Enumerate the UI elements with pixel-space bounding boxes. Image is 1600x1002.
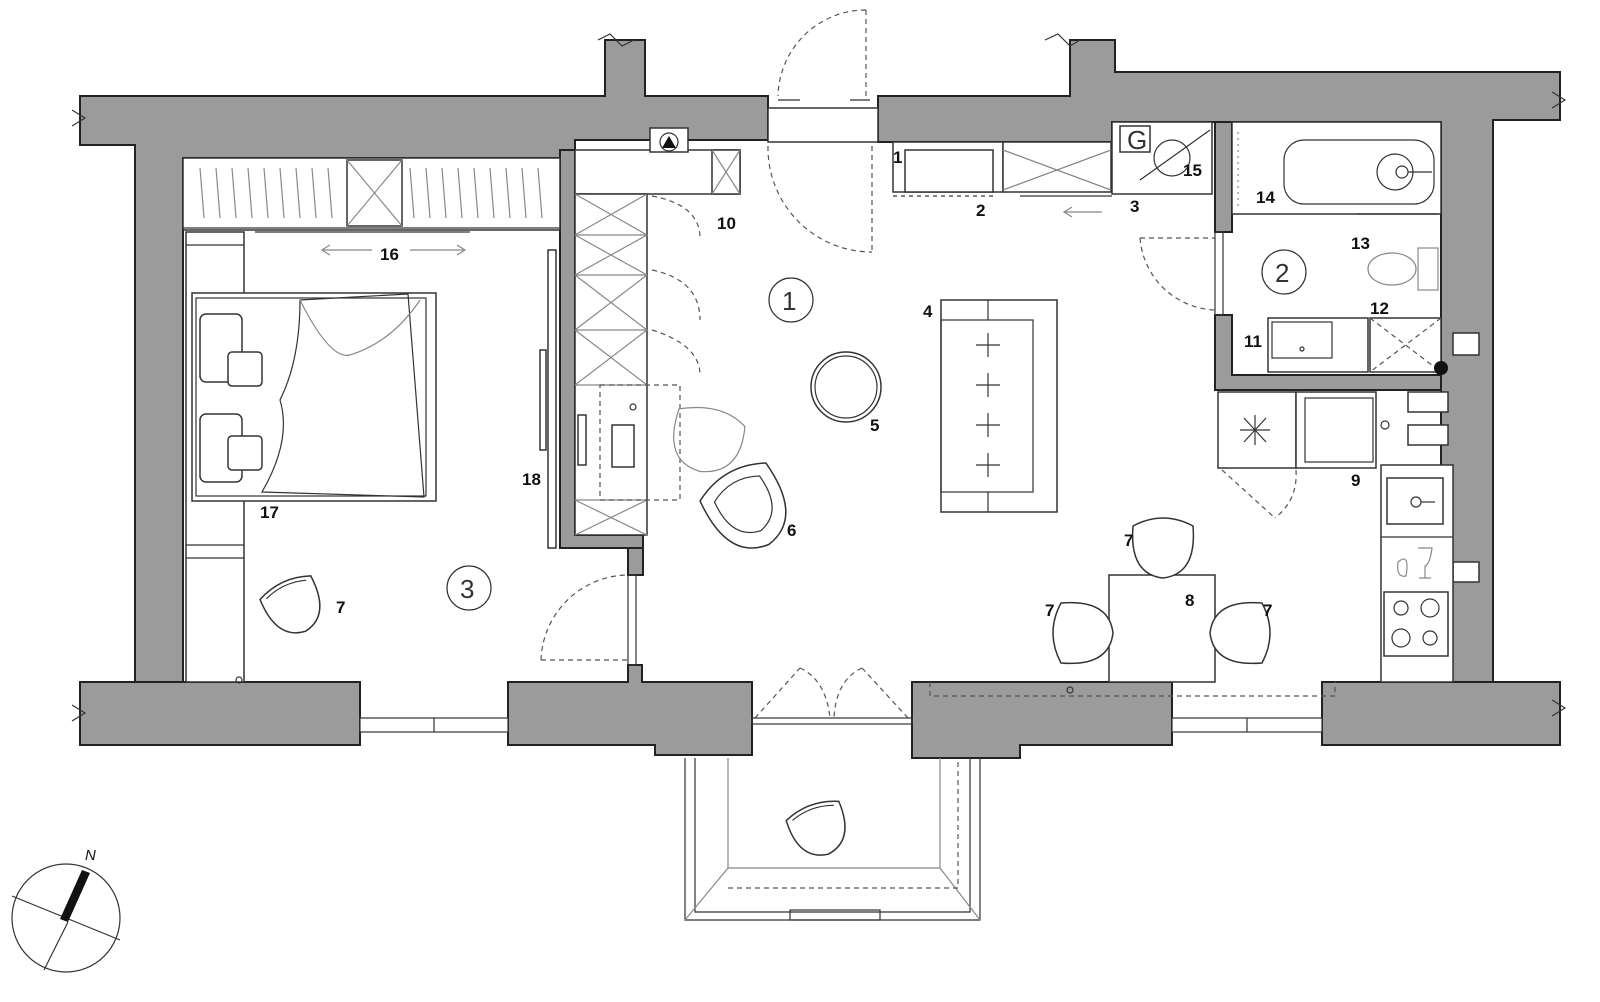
toilet: [1367, 247, 1439, 291]
kitchen-sink: [1386, 477, 1444, 525]
label-12: 12: [1370, 299, 1389, 318]
zone-3: 3: [460, 574, 474, 604]
label-8: 8: [1185, 591, 1194, 610]
balcony-chair: [785, 800, 846, 856]
oven-cabinet: [1295, 391, 1377, 469]
label-7-left: 7: [1045, 601, 1054, 620]
counter-1: [904, 149, 994, 193]
north-compass: N: [11, 847, 121, 973]
label-10: 10: [717, 214, 736, 233]
coffee-table: [810, 351, 882, 423]
windows: [359, 717, 1323, 921]
label-1: 1: [893, 148, 902, 167]
label-13: 13: [1351, 234, 1370, 253]
bedroom: [182, 157, 637, 684]
wardrobe-hangers: [199, 167, 543, 219]
bathroom-door: [1139, 231, 1224, 316]
dining-chair-right: [1209, 601, 1271, 665]
label-3: 3: [1130, 197, 1139, 216]
label-14: 14: [1256, 188, 1275, 207]
tall-cabinet: [574, 193, 648, 536]
label-7-right: 7: [1263, 601, 1272, 620]
dining-chair-top: [1131, 517, 1195, 579]
sofa: [940, 299, 1058, 513]
glasses-icon: [1397, 547, 1433, 579]
wall-bottom-right: [1321, 681, 1561, 746]
label-9: 9: [1351, 471, 1360, 490]
counter-2: [1002, 141, 1112, 193]
label-7-top: 7: [1124, 531, 1133, 550]
entry-door: [767, 9, 879, 253]
bedroom-door: [540, 574, 637, 666]
label-17: 17: [260, 503, 279, 522]
balcony: [684, 667, 981, 921]
label-2: 2: [976, 201, 985, 220]
label-16: 16: [380, 245, 399, 264]
wall-bottom-left: [79, 681, 361, 746]
wall-bottom-mid-right: [911, 681, 1173, 759]
vent-block-3: [1407, 424, 1449, 446]
label-6: 6: [787, 521, 796, 540]
boiler-letter: G: [1127, 125, 1147, 155]
balcony-door: [754, 667, 909, 719]
wall-bathroom: [1214, 121, 1233, 233]
wall-top-left: [79, 39, 769, 683]
bed: [191, 292, 437, 502]
bedroom-chair: [259, 575, 321, 634]
label-18: 18: [522, 470, 541, 489]
armchair: [699, 462, 787, 549]
item-labels: 1 2 3 4 5 6 7 7 7 7 8 9 10 11 12 13 14 1…: [260, 148, 1389, 620]
hall-cabinets: [574, 127, 741, 536]
label-5: 5: [870, 416, 879, 435]
sliding-arrow: [320, 244, 467, 256]
label-15: 15: [1183, 161, 1202, 180]
label-7-bedroom: 7: [336, 598, 345, 617]
vent-block-4: [1452, 561, 1480, 583]
vent-block-2: [1407, 391, 1449, 413]
living-area: [810, 299, 1271, 683]
north-letter: N: [85, 847, 96, 864]
desk-chair-phantom: [673, 406, 746, 473]
wall-break-marks: [71, 33, 1567, 722]
boiler: [1119, 125, 1151, 153]
desk: [599, 384, 681, 501]
wall-bedroom-partition-lower: [627, 547, 644, 576]
tv-panel: [547, 249, 557, 549]
cooktop: [1383, 591, 1449, 657]
wall-bottom-mid-left: [507, 664, 753, 756]
label-11: 11: [1244, 332, 1262, 351]
riser-pipe: [1434, 361, 1448, 375]
bathroom: [1139, 121, 1448, 375]
walls: [79, 39, 1561, 759]
zone-1: 1: [782, 286, 796, 316]
zone-2: 2: [1275, 258, 1289, 288]
zone-markers: 1 2 3: [446, 249, 1307, 611]
vent-block-1: [1452, 332, 1480, 356]
dining-chair-left: [1052, 601, 1114, 665]
bathroom-sink: [1267, 317, 1369, 373]
dining-table: [1108, 574, 1216, 683]
kitchen: G: [892, 121, 1454, 697]
label-4: 4: [923, 302, 933, 321]
